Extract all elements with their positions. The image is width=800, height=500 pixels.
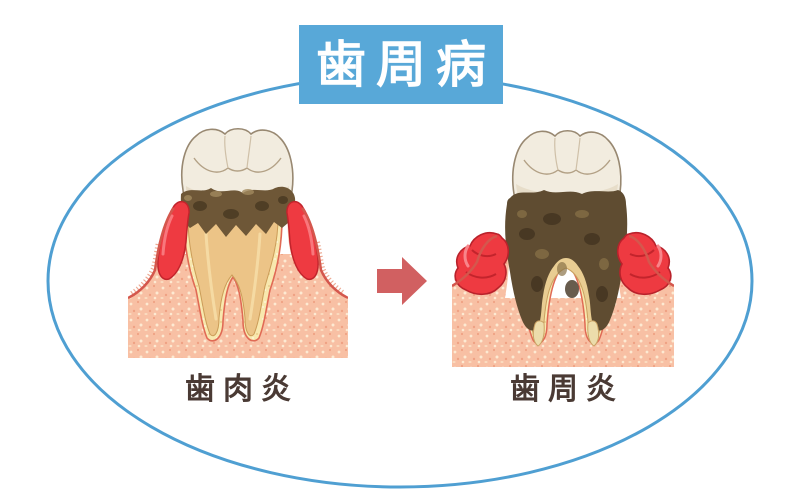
gum-crest-outline [452,234,674,288]
root-tips [532,320,600,347]
arrow-right-icon [377,257,427,305]
title-banner: 歯周病 [299,25,503,104]
gum-crest-outline [128,207,348,300]
tartar-deposit [505,190,628,331]
gingivitis-illustration [128,127,348,358]
stage-label-gingivitis: 歯肉炎 [185,373,299,406]
stage-label-periodontitis: 歯周炎 [510,373,624,406]
tartar-band [180,186,296,237]
page-title: 歯周病 [316,36,496,93]
tooth-root [187,217,279,337]
gum-ridge [157,200,319,281]
periodontitis-illustration [452,129,674,367]
swollen-gum [454,231,672,296]
